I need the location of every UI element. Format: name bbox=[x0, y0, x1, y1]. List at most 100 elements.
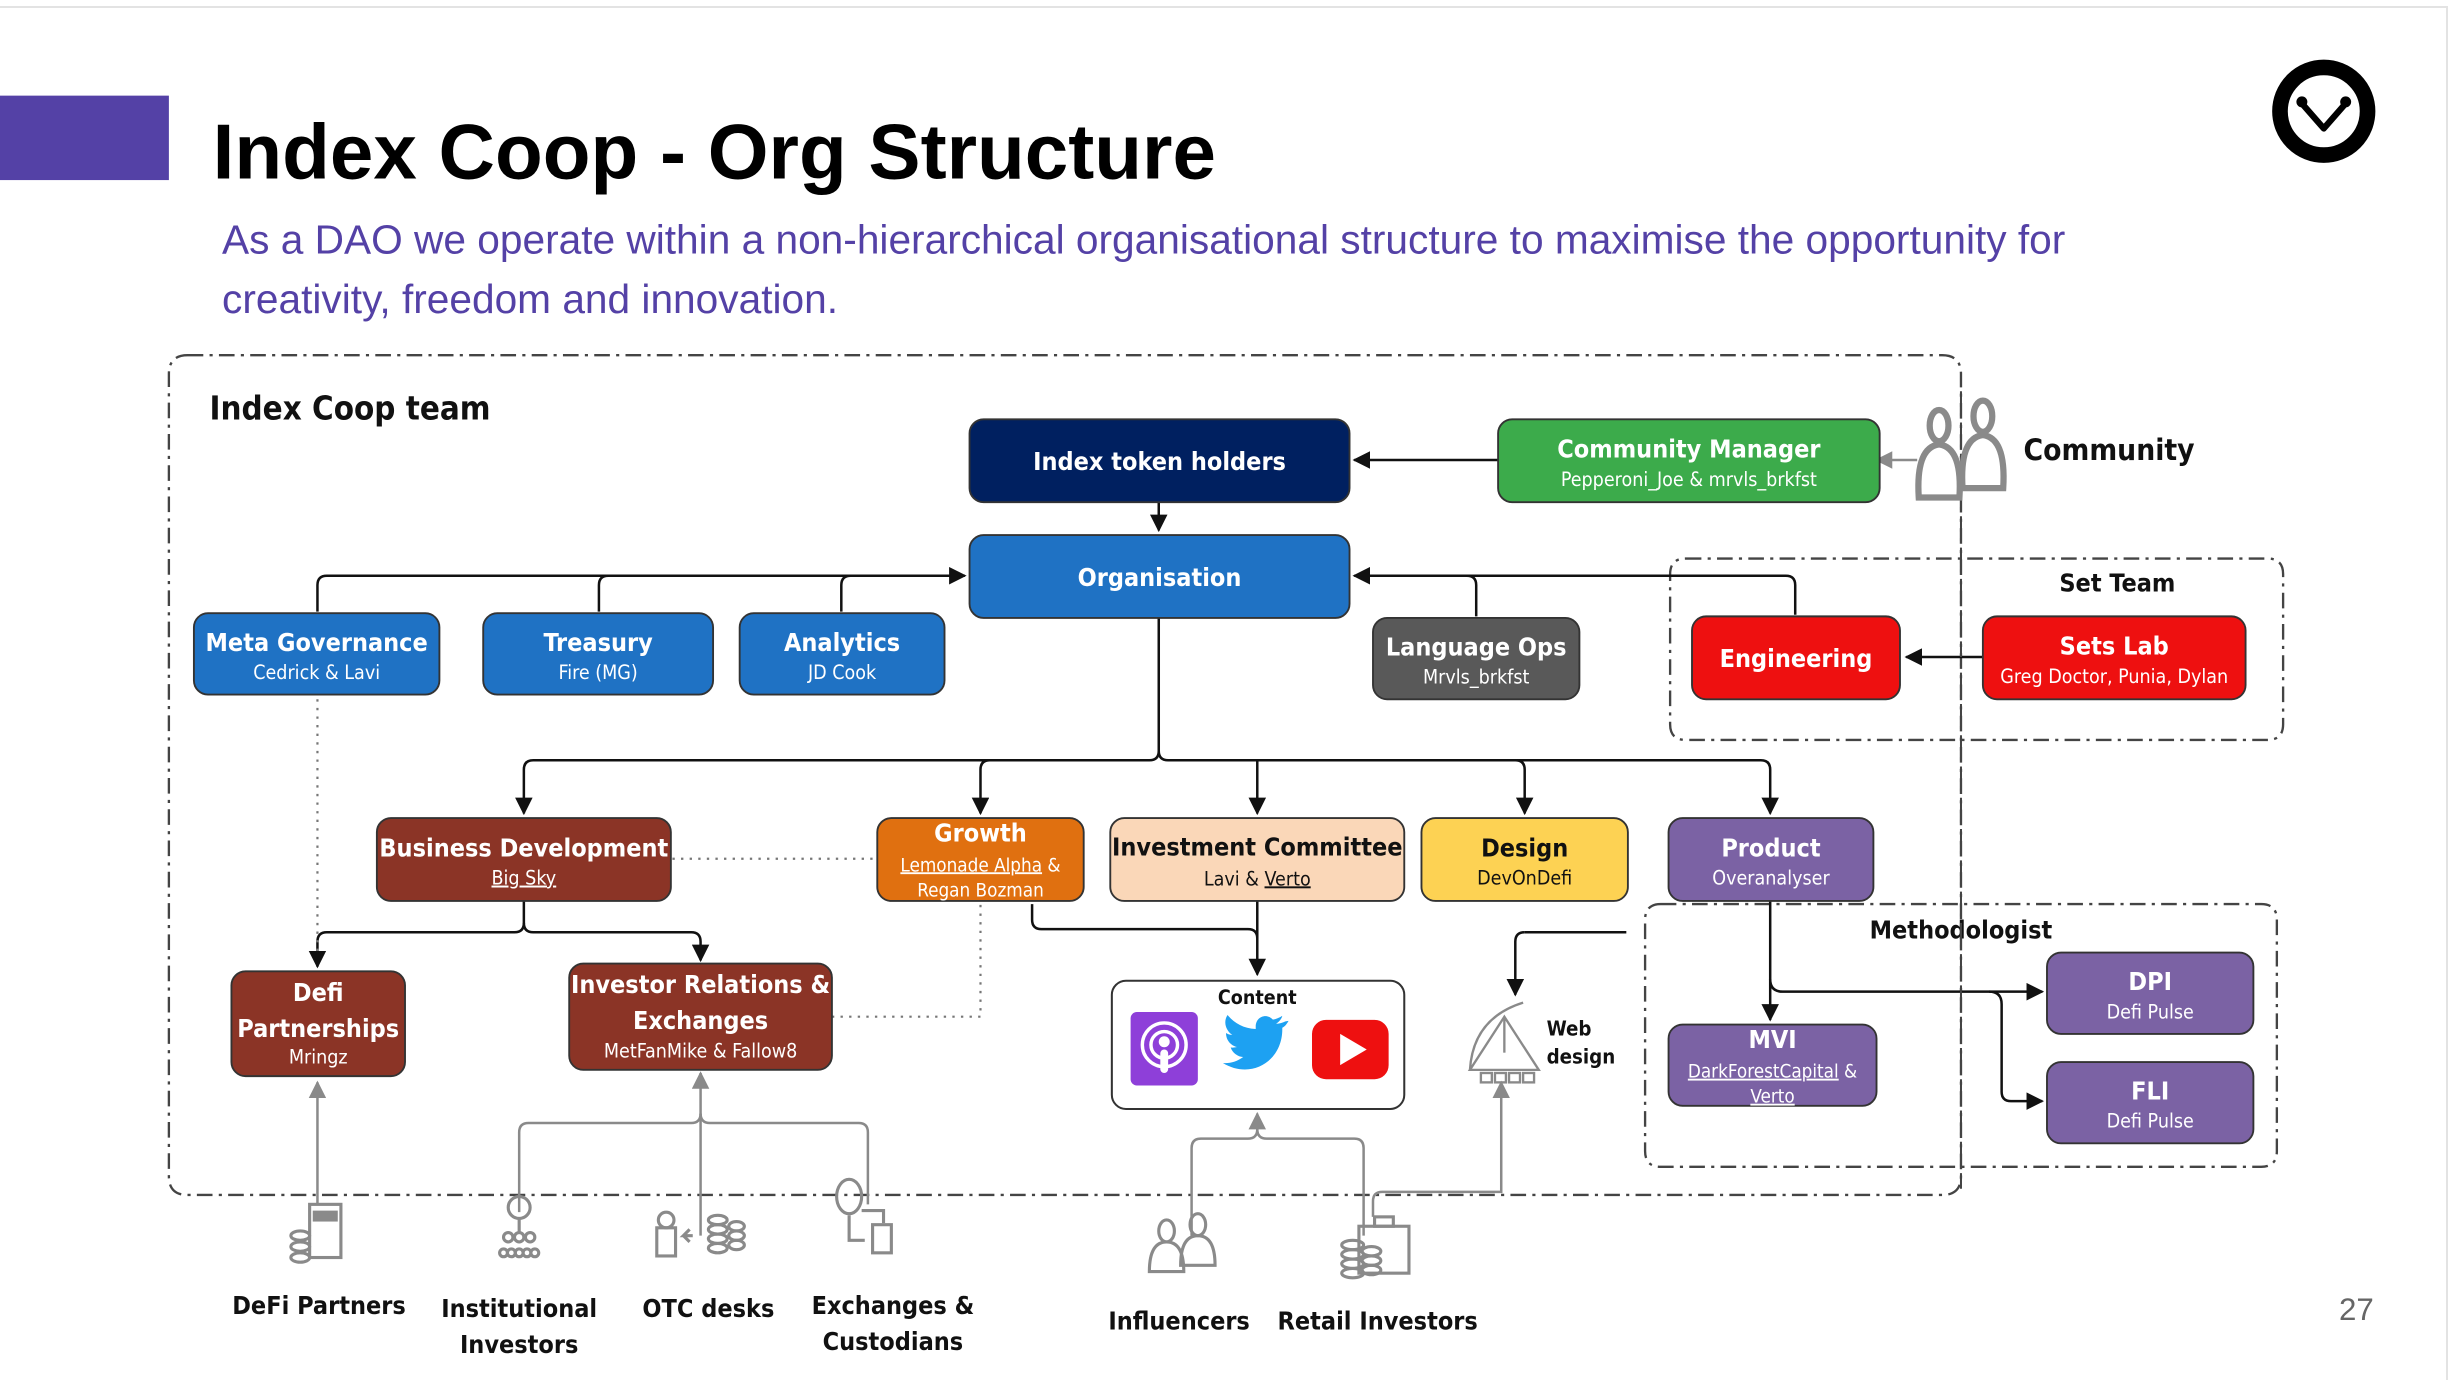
node-subtitle: Defi Pulse bbox=[2107, 1110, 2194, 1133]
briefcase-coins-icon bbox=[1340, 1215, 1411, 1280]
methodologist-boundary bbox=[1643, 902, 2279, 1168]
node-title: Index token holders bbox=[1033, 447, 1286, 476]
node-subtitle: JD Cook bbox=[807, 661, 877, 684]
node-title: Engineering bbox=[1720, 644, 1873, 673]
member-joiner: & bbox=[1042, 855, 1061, 876]
node-title: Exchanges bbox=[633, 1006, 768, 1035]
node-subtitle: Greg Doctor, Punia, Dylan bbox=[2000, 665, 2228, 688]
member-name: Lavi & bbox=[1204, 867, 1265, 890]
node-title: Meta Governance bbox=[206, 628, 428, 657]
node-token-holders: Index token holders bbox=[968, 418, 1351, 504]
stakeholder-4: Influencers bbox=[1108, 1212, 1250, 1335]
subtitle-line-1: As a DAO we operate within a non-hierarc… bbox=[222, 217, 2065, 263]
exchange-arrows-icon bbox=[835, 1177, 893, 1255]
community-label: Community bbox=[2024, 433, 2195, 468]
member-joiner: & bbox=[1839, 1062, 1858, 1083]
twitter-icon bbox=[1222, 1014, 1289, 1070]
node-title: Analytics bbox=[784, 628, 900, 657]
node-subtitle: Lavi & Verto bbox=[1204, 867, 1311, 890]
node-title: Organisation bbox=[1078, 563, 1242, 592]
podcast-icon bbox=[1130, 1012, 1198, 1086]
stakeholder-3: Exchanges &Custodians bbox=[812, 1177, 974, 1356]
node-subtitle: Lemonade Alpha & bbox=[900, 855, 1060, 876]
content-box: Content bbox=[1110, 979, 1406, 1110]
youtube-icon bbox=[1312, 1019, 1389, 1080]
node-title: Language Ops bbox=[1386, 632, 1567, 661]
node-title: Treasury bbox=[543, 628, 653, 657]
node-title: FLI bbox=[2131, 1077, 2169, 1106]
web-design-label-2: design bbox=[1547, 1045, 1616, 1069]
node-subtitle: Overanalyser bbox=[1712, 867, 1830, 890]
node-organisation: Organisation bbox=[968, 534, 1351, 619]
node-engineering: Engineering bbox=[1691, 615, 1901, 701]
people-icon bbox=[1147, 1212, 1217, 1274]
node-title: Business Development bbox=[379, 833, 668, 862]
node-subtitle: Cedrick & Lavi bbox=[253, 661, 380, 684]
stakeholder-label: DeFi Partners bbox=[232, 1291, 406, 1320]
node-subtitle: DarkForestCapital & bbox=[1688, 1062, 1857, 1083]
page-number: 27 bbox=[2339, 1292, 2374, 1327]
accent-bar bbox=[0, 95, 169, 181]
node-analytics: Analytics JD Cook bbox=[738, 612, 946, 696]
stakeholder-2: OTC desks bbox=[642, 1210, 774, 1323]
stakeholder-label: Institutional bbox=[441, 1294, 597, 1323]
exchange-coins-icon bbox=[655, 1210, 746, 1258]
node-title: Community Manager bbox=[1557, 435, 1821, 464]
node-subtitle: Mrvls_brkfst bbox=[1423, 666, 1529, 689]
hierarchy-people-icon bbox=[498, 1194, 541, 1259]
node-title: Growth bbox=[934, 819, 1027, 848]
node-subtitle: Fire (MG) bbox=[559, 661, 638, 684]
member-link[interactable]: Lemonade Alpha bbox=[900, 855, 1042, 876]
stakeholder-label: OTC desks bbox=[642, 1294, 774, 1323]
member-link: Regan Bozman bbox=[917, 880, 1044, 901]
web-design-icon bbox=[1467, 1001, 1541, 1084]
team-boundary bbox=[167, 354, 1963, 1197]
team-label: Index Coop team bbox=[210, 389, 491, 427]
member-link[interactable]: DarkForestCapital bbox=[1688, 1062, 1839, 1083]
node-title: Defi bbox=[293, 978, 344, 1007]
community-people-icon bbox=[1915, 397, 2007, 501]
stakeholder-5: Retail Investors bbox=[1278, 1215, 1478, 1335]
stakeholder-label: Investors bbox=[460, 1330, 578, 1359]
node-title: Design bbox=[1481, 833, 1568, 862]
member-link[interactable]: Verto bbox=[1265, 867, 1311, 890]
node-title: Sets Lab bbox=[2060, 632, 2169, 661]
node-dpi: DPI Defi Pulse bbox=[2046, 951, 2255, 1035]
subtitle-line-2: creativity, freedom and innovation. bbox=[222, 276, 838, 322]
slide-title: Index Coop - Org Structure bbox=[213, 108, 1216, 196]
set-team-label: Set Team bbox=[2059, 568, 2175, 597]
node-investor-relations: Investor Relations & ExchangesMetFanMike … bbox=[568, 962, 833, 1071]
node-subtitle[interactable]: Big Sky bbox=[492, 867, 557, 890]
node-subtitle: DevOnDefi bbox=[1477, 867, 1572, 890]
stakeholder-label: Influencers bbox=[1108, 1306, 1250, 1335]
node-fli: FLI Defi Pulse bbox=[2046, 1061, 2255, 1145]
web-design-label-1: Web bbox=[1547, 1016, 1592, 1040]
node-subtitle: Mringz bbox=[289, 1046, 348, 1069]
set-team-boundary bbox=[1668, 557, 2285, 742]
node-title: DPI bbox=[2128, 967, 2172, 996]
member-link[interactable]: Verto bbox=[1750, 1087, 1794, 1108]
stakeholder-label: Custodians bbox=[823, 1327, 964, 1356]
node-title: Product bbox=[1721, 833, 1821, 862]
calculator-coins-icon bbox=[289, 1202, 343, 1264]
stakeholder-label: Retail Investors bbox=[1278, 1306, 1478, 1335]
stakeholder-0: DeFi Partners bbox=[232, 1202, 406, 1320]
node-subtitle: Defi Pulse bbox=[2107, 1000, 2194, 1023]
content-label: Content bbox=[1218, 986, 1297, 1009]
node-subtitle: MetFanMike & Fallow8 bbox=[604, 1039, 797, 1062]
node-subtitle: Pepperoni_Joe & mrvls_brkfst bbox=[1561, 468, 1817, 491]
node-title: Investor Relations & bbox=[571, 970, 830, 999]
